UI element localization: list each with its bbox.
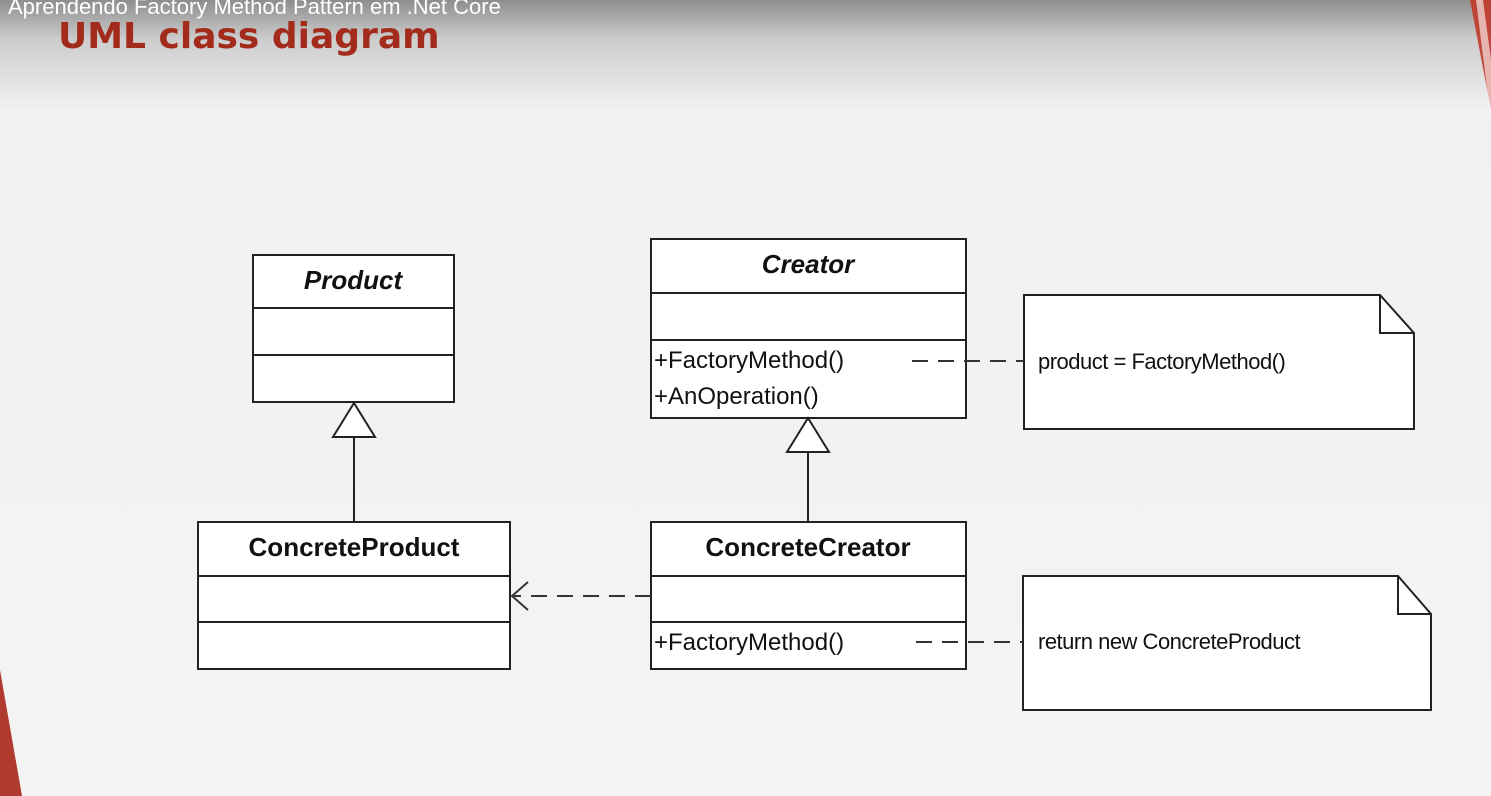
video-title: Aprendendo Factory Method Pattern em .Ne… [8,0,501,19]
class-concrete-creator: ConcreteCreator +FactoryMethod() [650,521,967,670]
dependency-arrow [510,581,651,611]
note-concrete-creator: return new ConcreteProduct [1022,575,1432,711]
note-text-creator: product = FactoryMethod() [1038,349,1285,374]
class-product: Product [252,254,455,403]
operation-concrete-factory-method: +FactoryMethod() [654,629,844,656]
note-text-concrete-creator: return new ConcreteProduct [1038,629,1301,654]
class-name-creator: Creator [762,249,856,279]
generalization-arrow-product [331,401,377,522]
operation-factory-method: +FactoryMethod() [654,347,844,374]
class-name-product: Product [304,265,404,295]
class-name-concrete-product: ConcreteProduct [249,532,460,562]
operation-an-operation: +AnOperation() [654,383,819,410]
generalization-arrow-creator [785,416,831,522]
note-creator: product = FactoryMethod() [1023,294,1415,430]
class-name-concrete-creator: ConcreteCreator [705,532,910,562]
slide-title: UML class diagram [58,16,440,57]
class-concrete-product: ConcreteProduct [197,521,511,670]
class-creator: Creator +FactoryMethod() +AnOperation() [650,238,967,419]
